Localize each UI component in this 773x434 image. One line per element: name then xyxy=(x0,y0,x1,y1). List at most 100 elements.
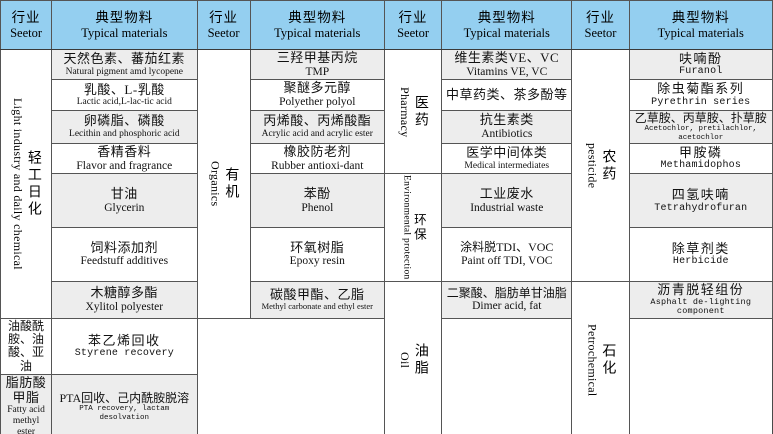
material-label-zh: 橡胶防老剂 xyxy=(283,144,352,160)
material-label-zh: 丙烯酸、丙烯酸酯 xyxy=(263,113,372,129)
material-label-en: Epoxy resin xyxy=(289,255,345,268)
material-label-zh: 甲胺磷 xyxy=(679,144,723,160)
material-label-zh: 三羟甲基丙烷 xyxy=(276,50,358,65)
material-label-zh: 维生素类VE、VC xyxy=(454,50,560,65)
material-label-en: Natural pigment amd lycopene xyxy=(65,66,184,77)
material-label-en: Paint off TDI, VOC xyxy=(461,254,553,267)
header-materials-1-zh: 典型物料 xyxy=(95,10,154,26)
header-sector-2-zh: 行业 xyxy=(209,10,239,26)
material-label-en: Herbicide xyxy=(672,256,729,268)
material-label-en: Asphalt de-lighting component xyxy=(650,296,752,317)
material-label-en: Rubber antioxi-dant xyxy=(271,159,364,172)
sector-label-en: pesticide xyxy=(585,142,600,189)
material-label-en: PTA recovery, lactam desolvation xyxy=(79,405,170,422)
header-sector-2-en: Seetor xyxy=(207,25,240,40)
material-label-en: Acrylic acid and acrylic ester xyxy=(261,128,373,139)
material-label-zh: 抗生素类 xyxy=(479,112,534,128)
header-sector-2: 行业 Seetor xyxy=(196,0,251,50)
material-label-en: Tetrahydrofuran xyxy=(654,202,748,214)
material-label-en: Glycerin xyxy=(104,201,145,214)
material-label-zh: 中草药类、茶多酚等 xyxy=(446,86,568,102)
header-sector-4: 行业 Seetor xyxy=(571,0,630,50)
header-sector-3: 行业 Seetor xyxy=(383,0,443,50)
material-label-zh: 乙草胺、丙草胺、扑草胺 xyxy=(634,110,767,125)
material-label-zh: 除草剂类 xyxy=(671,240,730,256)
header-materials-1-en: Typical materials xyxy=(81,25,168,40)
material-label-en: Dimer acid, fat xyxy=(472,300,542,313)
material-label-zh: 涂料脱TDI、VOC xyxy=(460,240,554,255)
material-label-zh: 乳酸、L-乳酸 xyxy=(83,81,165,97)
header-sector-3-zh: 行业 xyxy=(398,10,428,26)
header-materials-3-zh: 典型物料 xyxy=(477,10,536,26)
material-label-zh: 呋喃酚 xyxy=(679,50,723,66)
header-materials-3: 典型物料 Typical materials xyxy=(441,0,573,50)
header-materials-2-en: Typical materials xyxy=(274,25,361,40)
sector-label-zh: 油脂 xyxy=(412,343,428,378)
material-label-zh: 苯乙烯回收 xyxy=(88,332,161,348)
material-label-zh: 卵磷脂、磷酸 xyxy=(83,113,165,129)
material-label-zh: 天然色素、蕃茄红素 xyxy=(63,51,186,67)
material-label-en: Flavor and fragrance xyxy=(76,159,173,172)
header-materials-1: 典型物料 Typical materials xyxy=(51,0,198,50)
header-sector-1-zh: 行业 xyxy=(11,10,41,26)
header-materials-4: 典型物料 Typical materials xyxy=(628,0,773,50)
material-label-zh: 碳酸甲酯、乙脂 xyxy=(270,286,365,302)
header-materials-2: 典型物料 Typical materials xyxy=(249,0,385,50)
header-materials-4-zh: 典型物料 xyxy=(671,10,730,26)
material-label-en: Xylitol polyester xyxy=(85,300,164,313)
material-label-en: Lecithin and phosphoric acid xyxy=(69,128,180,139)
material-label-zh: 四氢呋喃 xyxy=(671,187,730,202)
material-cell: 中草药类、茶多酚等 xyxy=(441,79,573,111)
material-label-en: Fatty acid methyl ester xyxy=(7,405,45,434)
material-label-zh: 木糖醇多酯 xyxy=(90,285,159,301)
material-label-zh: 甘油 xyxy=(110,186,138,202)
material-label-zh: 油酸酰胺、油酸、亚油 xyxy=(8,318,45,373)
material-label-en: Methamidophos xyxy=(660,160,742,172)
sector-label-en: Petrochemical xyxy=(585,323,600,397)
material-label-zh: 环氧树脂 xyxy=(290,239,345,255)
material-label-zh: 沥青脱轻组份 xyxy=(657,282,745,298)
material-label-en: Medical intermediates xyxy=(464,160,550,171)
material-label-en: Furanol xyxy=(679,66,723,78)
material-label-zh: 饲料添加剂 xyxy=(90,239,159,255)
material-label-en: Styrene recovery xyxy=(74,348,174,360)
material-label-en: Pyrethrin series xyxy=(651,96,751,108)
sector-label-zh: 有机 xyxy=(223,166,239,201)
material-label-zh: 工业废水 xyxy=(479,186,534,202)
header-materials-2-zh: 典型物料 xyxy=(288,10,347,26)
